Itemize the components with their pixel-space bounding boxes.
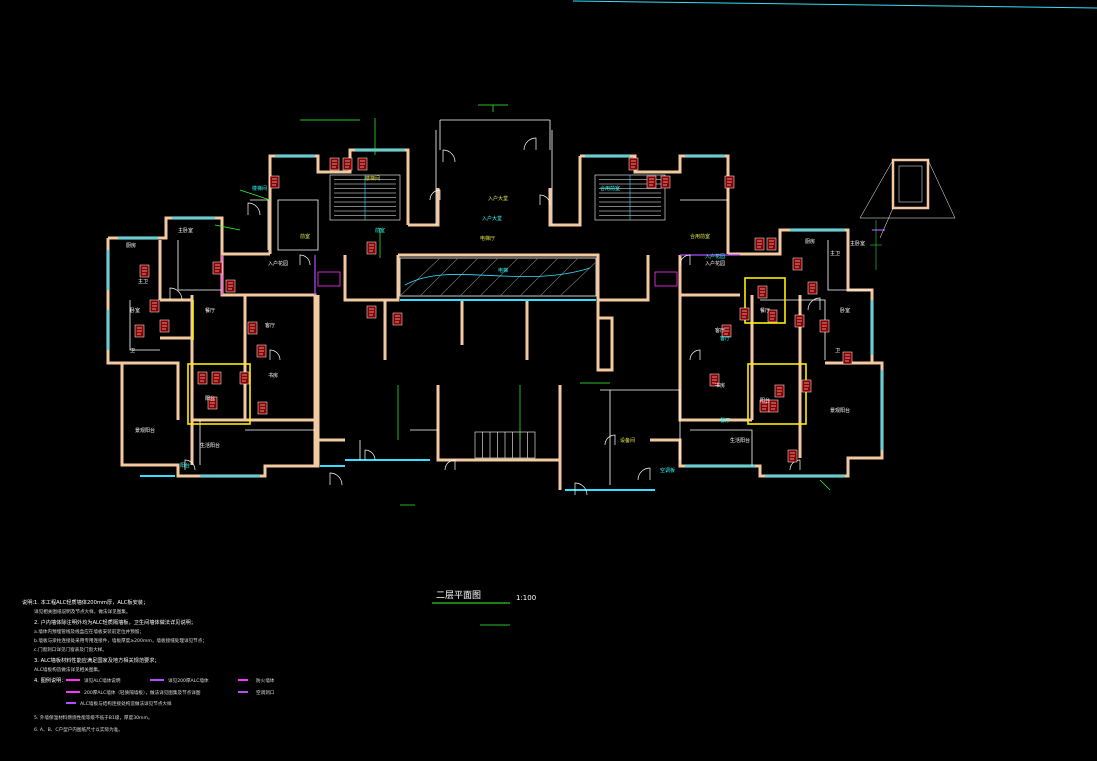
annotation-label: 入户大堂 — [482, 215, 502, 222]
room-label-right: 卧室 — [840, 307, 850, 314]
room-label-left: 卫 — [130, 348, 135, 354]
room-tags — [134, 157, 853, 463]
room-label-left: 书房 — [268, 372, 278, 379]
annotation-label: 电梯 — [498, 267, 508, 274]
legend-text: 详见200厚ALC墙体 — [168, 677, 209, 684]
annotation-label: 餐厅 — [720, 417, 730, 424]
room-label-right: 景观阳台 — [830, 407, 850, 414]
room-label-left: 卧室 — [130, 307, 140, 314]
annotation-label: 楼梯间 — [252, 185, 267, 192]
room-label-left: 入户花园 — [268, 260, 288, 267]
room-label-right: 阳台 — [760, 397, 770, 404]
annotation-label: 客厅 — [720, 335, 730, 342]
room-label-left: 景观阳台 — [135, 427, 155, 434]
room-label-core: 设备间 — [620, 437, 635, 444]
note-line: 4. 图例说明： — [34, 676, 67, 684]
room-label-core: 合用前室 — [690, 233, 710, 240]
annotation-label: 空调板 — [660, 467, 675, 474]
note-line: 2. 户内墙体除注明外均为ALC轻质隔墙板，卫生间墙体做法详见说明； — [34, 618, 196, 626]
room-label-right: 客厅 — [715, 327, 725, 334]
legend-text: 防火墙体 — [256, 677, 275, 684]
room-label-core: 楼梯间 — [365, 175, 380, 182]
note-line: 6. A、B、C户型户内图纸尺寸以实际为准。 — [34, 726, 123, 733]
room-label-right: 入户花园 — [705, 260, 725, 267]
drawing-title: 二层平面图 — [436, 590, 481, 601]
partitions — [129, 119, 872, 485]
room-label-left: 厨房 — [126, 242, 136, 249]
room-label-core: 入户大堂 — [488, 195, 508, 202]
note-line: 3. ALC墙板材料性能应满足国家及地方相关规范要求； — [34, 656, 160, 664]
design-notes: 说明： 1. 本工程ALC轻质墙体200mm厚，ALC板安装； 详见相关图纸说明… — [22, 598, 275, 733]
leader-lines — [214, 104, 831, 626]
title-block: 二层平面图 1:100 — [432, 590, 536, 604]
legend-text: 详见ALC墙体说明 — [84, 677, 121, 684]
annotation-label: 合用前室 — [600, 185, 620, 192]
drawing-scale: 1:100 — [516, 594, 536, 602]
room-label-right: 生活阳台 — [730, 437, 750, 444]
room-label-left: 阳台 — [205, 395, 215, 402]
note-line: b.墙板与梁柱连接处采用专用连接件，墙板厚度≥200mm，墙板接缝处理详见节点； — [34, 637, 207, 644]
windows — [107, 149, 883, 491]
corridor-slab — [399, 257, 597, 297]
note-line: 1. 本工程ALC轻质墙体200mm厚，ALC板安装； — [34, 598, 148, 606]
room-label-right: 厨房 — [805, 238, 815, 245]
crop-line — [572, 0, 1097, 9]
room-label-left: 生活阳台 — [200, 442, 220, 449]
room-label-core: 电梯厅 — [480, 235, 495, 242]
note-line: 详见相关图纸说明及节点大样，做法详见图集。 — [34, 608, 130, 615]
alc-wall-highlight — [187, 277, 807, 425]
room-label-left: 主卧室 — [178, 227, 193, 234]
room-label-core: 前室 — [300, 233, 310, 240]
note-line: a.墙体内预埋管线及线盒应在墙板安装前定位并预留； — [34, 628, 144, 635]
room-labels: 厨房主卧室卧室客厅餐厅书房阳台卫入户花园主卫生活阳台景观阳台厨房主卧室卧室客厅餐… — [126, 175, 865, 474]
note-line: c.门窗洞口详见门窗表及门窗大样。 — [34, 646, 107, 653]
room-label-left: 餐厅 — [205, 307, 215, 314]
note-line: ALC墙板构造做法详见相关图集。 — [34, 666, 103, 673]
room-label-right: 主卫 — [830, 250, 840, 257]
note-line: 5. 外墙保温材料燃烧性能等级不低于B1级，厚度30mm。 — [34, 714, 153, 721]
annotation-label: 入户花园 — [705, 253, 725, 260]
annex-shaft — [859, 158, 956, 270]
doors — [169, 137, 821, 496]
legend-text: 空调洞口 — [256, 689, 275, 696]
room-label-left: 客厅 — [265, 322, 275, 329]
room-label-right: 书房 — [715, 382, 725, 389]
annotation-label: 阳台 — [180, 462, 190, 469]
room-label-left: 主卫 — [138, 278, 148, 285]
room-label-right: 主卧室 — [850, 240, 865, 247]
notes-heading: 说明： — [22, 598, 38, 606]
room-label-right: 餐厅 — [760, 307, 770, 314]
annotation-label: 前室 — [375, 227, 385, 234]
legend-text: ALC墙板与结构连接处构造做法详见节点大样 — [80, 700, 172, 707]
legend-text: 200厚ALC墙体（轻质隔墙板），做法详见图集及节点详图 — [84, 689, 201, 696]
room-label-right: 卫 — [835, 348, 840, 354]
